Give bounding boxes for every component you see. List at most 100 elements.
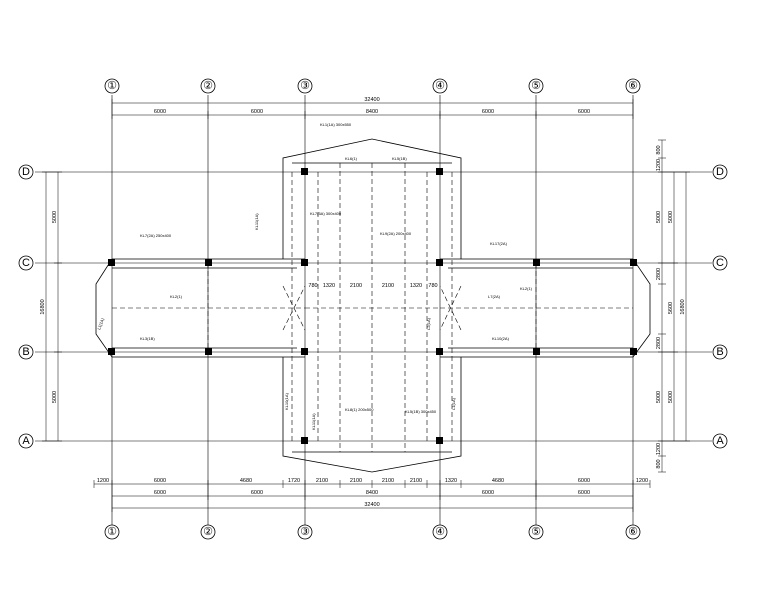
bottom-span-dim: 6000	[251, 490, 263, 496]
mid-span-dim: 780	[428, 283, 437, 289]
mid-span-dim: 2100	[382, 283, 394, 289]
axis-bubble-right: D	[716, 166, 724, 178]
beam-label: L7(2A)	[488, 294, 501, 299]
axis-bubble-top: ①	[107, 80, 117, 92]
beam-label: KL2(1)	[170, 294, 183, 299]
axis-bubble-right: B	[716, 346, 723, 358]
side-span-dim-left: 5000	[52, 211, 58, 223]
beam-label: KL10(2A)	[492, 336, 510, 341]
axis-bubble-top: ③	[300, 80, 310, 92]
beam-label: KL6(1)	[345, 156, 358, 161]
beam-label: KL1(1A) 300x550	[320, 122, 352, 127]
beam-label: KL10(1A)	[284, 392, 289, 410]
beam-label: KL9(2A) 200x400	[380, 231, 412, 236]
bottom-detail-dim: 4680	[492, 478, 504, 484]
side-span-dim-right: 5000	[656, 211, 662, 223]
top-span-dim: 6000	[482, 109, 494, 115]
bottom-detail-dim: 1200	[636, 478, 648, 484]
axis-bubble-top: ④	[435, 80, 445, 92]
axis-bubble-bottom: ⑤	[531, 526, 541, 538]
axis-bubble-bottom: ④	[435, 526, 445, 538]
beam-label: KL11(1A)	[311, 413, 316, 430]
mid-span-dim: 2100	[350, 283, 362, 289]
bottom-span-dim: 6000	[578, 490, 590, 496]
top-span-dim: 6000	[251, 109, 263, 115]
side-span-dim-right: 5000	[656, 391, 662, 403]
column-bubbles-bottom: ① ② ③ ④ ⑤ ⑥	[104, 524, 641, 540]
cantilever-dim: 1200	[656, 443, 662, 455]
side-span-dim-left: 5000	[52, 391, 58, 403]
bottom-detail-dim: 2100	[382, 478, 394, 484]
building-outline	[95, 138, 651, 473]
axis-bubble-bottom: ②	[203, 526, 213, 538]
beam-label: KL7(2A) 250x400	[140, 233, 172, 238]
bottom-span-dim: 8400	[366, 490, 378, 496]
bottom-detail-dim: 4680	[240, 478, 252, 484]
horizontal-grid-lines	[35, 171, 712, 442]
left-dimensions: 16800 5000 5000	[40, 171, 62, 442]
beam-label: KL2(1)	[520, 286, 533, 291]
axis-bubble-left: D	[22, 166, 30, 178]
bottom-detail-dim: 6000	[578, 478, 590, 484]
bottom-span-dim: 6000	[482, 490, 494, 496]
axis-bubble-right: C	[716, 257, 724, 269]
bottom-total-dim: 32400	[364, 502, 379, 508]
side-span-dim-right: 2800	[656, 337, 662, 349]
bottom-detail-dim: 6000	[154, 478, 166, 484]
beam-label: L1(1A)	[451, 397, 456, 410]
axis-bubble-right: A	[716, 435, 724, 447]
beam-annotations: KL1(1A) 300x550 KL5(1B) KL6(1) KL7(5A) 3…	[96, 122, 532, 430]
beam-label: L2(1A)	[426, 317, 431, 330]
beam-label: KL8(1) 200x500	[345, 407, 374, 412]
bottom-detail-dim: 2100	[410, 478, 422, 484]
beam-label: KL11(1A)	[254, 213, 259, 230]
top-span-dim: 6000	[154, 109, 166, 115]
beam-label: KL5(1B)	[392, 156, 407, 161]
cantilever-dim: 800	[656, 459, 662, 468]
right-dimensions: 800 1200 5000 5000 2800 5600 2800 5000 5…	[656, 139, 690, 473]
bottom-detail-dim: 1320	[445, 478, 457, 484]
row-bubbles-right: D C B A	[712, 164, 728, 449]
bottom-span-dim: 6000	[154, 490, 166, 496]
axis-bubble-bottom: ③	[300, 526, 310, 538]
mid-span-dim: 1320	[410, 283, 422, 289]
mid-span-dim: 780	[308, 283, 317, 289]
top-span-dim: 6000	[578, 109, 590, 115]
row-bubbles-left: D C B A	[18, 164, 34, 449]
side-span-dim-right: 2800	[656, 268, 662, 280]
axis-bubble-left: A	[22, 435, 30, 447]
mid-span-dim: 1320	[323, 283, 335, 289]
beam-label: KL5(1B) 300x450	[405, 409, 437, 414]
bottom-detail-dim: 1720	[288, 478, 300, 484]
columns	[108, 168, 637, 444]
beam-lines	[112, 163, 633, 452]
top-span-dim: 8400	[366, 109, 378, 115]
axis-bubble-top: ⑤	[531, 80, 541, 92]
bottom-detail-dim: 1200	[97, 478, 109, 484]
beam-label: KL7(5A) 300x400	[310, 211, 342, 216]
top-dimensions: 32400 6000 6000 8400 6000 6000	[111, 97, 634, 119]
side-span-dim-right: 5000	[668, 391, 674, 403]
column-bubbles-top: ① ② ③ ④ ⑤ ⑥	[104, 78, 641, 94]
axis-bubble-bottom: ⑥	[628, 526, 638, 538]
top-total-dim: 32400	[364, 97, 379, 103]
bottom-detail-dim: 2100	[350, 478, 362, 484]
beam-label: L1(1A)	[96, 317, 105, 331]
axis-bubble-left: C	[22, 257, 30, 269]
bottom-detail-dim: 2100	[316, 478, 328, 484]
middle-dimensions: 780 1320 2100 2100 1320 780	[308, 283, 437, 289]
side-span-dim-right: 5600	[668, 302, 674, 314]
side-span-dim-right: 5000	[668, 211, 674, 223]
axis-bubble-top: ②	[203, 80, 213, 92]
side-total-dim-right: 16800	[680, 299, 686, 314]
axis-bubble-bottom: ①	[107, 526, 117, 538]
vertical-grid-lines	[111, 95, 634, 525]
beam-label: KL3(1B)	[140, 336, 155, 341]
axis-bubble-top: ⑥	[628, 80, 638, 92]
bottom-dimensions: 1200 6000 4680 1720 2100 2100 2100 2100 …	[93, 478, 651, 512]
side-total-dim-left: 16800	[40, 299, 46, 314]
cantilever-dim: 1200	[656, 159, 662, 171]
axis-bubble-left: B	[22, 346, 29, 358]
beam-label: KL17(2A)	[490, 241, 508, 246]
